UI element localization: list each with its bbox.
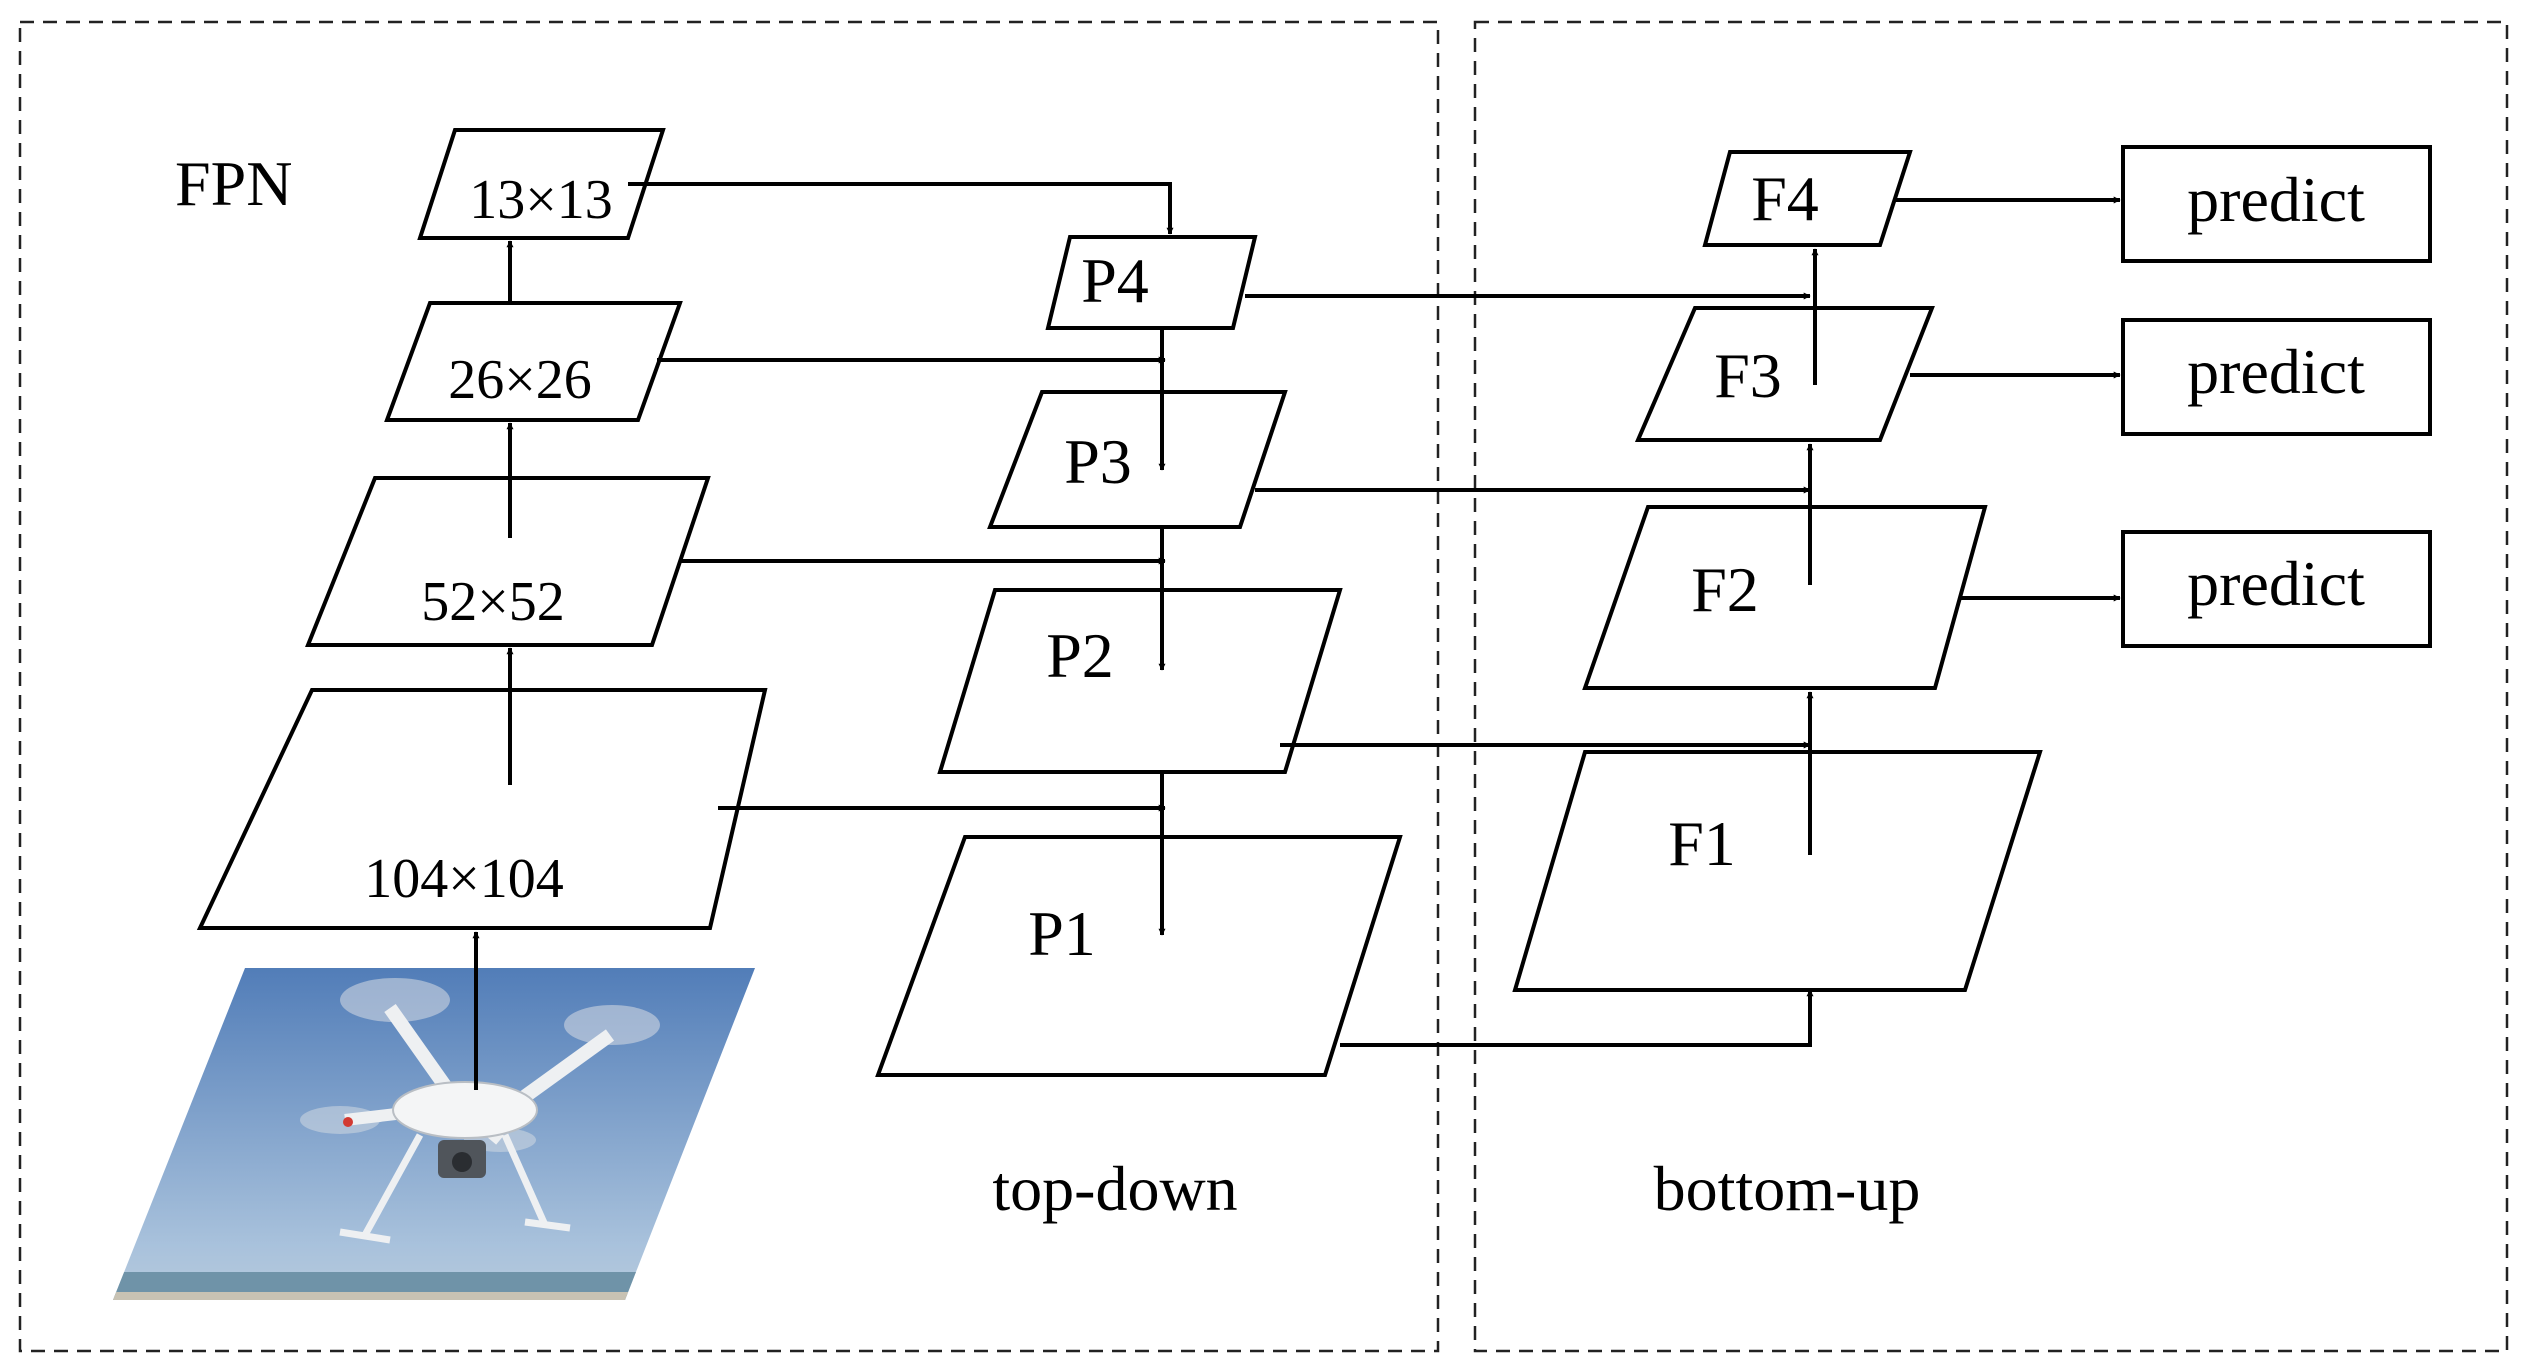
fpn-label: FPN	[175, 148, 292, 219]
bottomup-f1-box	[1512, 750, 2043, 992]
arrow-13-to-p4	[628, 182, 1174, 235]
topdown-label-p1: P1	[1028, 898, 1096, 969]
predict-label-f4: predict	[2187, 164, 2365, 235]
bottomup-label-f2: F2	[1691, 554, 1759, 625]
bottomup-label-f4: F4	[1751, 163, 1819, 234]
predict-label-f2: predict	[2187, 548, 2365, 619]
predict-label-f3: predict	[2187, 336, 2365, 407]
backbone-label-52x52: 52×52	[421, 571, 565, 633]
fpn-region-frame	[18, 20, 1440, 1353]
bottomup-caption: bottom-up	[1654, 1153, 1921, 1224]
bottomup-f4-box	[1702, 150, 1913, 247]
backbone-label-13x13: 13×13	[469, 169, 613, 231]
arrow-p1-to-f1-bottom	[1340, 989, 1814, 1047]
topdown-p3-box	[987, 390, 1288, 529]
backbone-label-26x26: 26×26	[448, 349, 592, 411]
topdown-label-p4: P4	[1081, 245, 1149, 316]
drone-icon	[300, 978, 660, 1244]
input-drone-image	[113, 968, 755, 1300]
topdown-p4-box	[1045, 235, 1258, 330]
bottomup-label-f1: F1	[1668, 808, 1736, 879]
topdown-p2-box	[937, 588, 1343, 774]
bottom-up-region-frame	[1473, 20, 2509, 1353]
backbone-level-26x26	[384, 301, 683, 422]
bottomup-f2-box	[1582, 505, 1988, 690]
predict-box-f4	[2121, 145, 2432, 263]
predict-box-f2	[2121, 530, 2432, 648]
topdown-label-p3: P3	[1064, 426, 1132, 497]
predict-box-f3	[2121, 318, 2432, 436]
backbone-level-52x52	[305, 476, 711, 647]
topdown-label-p2: P2	[1046, 620, 1114, 691]
bottomup-f3-box	[1634, 306, 1935, 442]
topdown-caption: top-down	[992, 1153, 1237, 1224]
topdown-p1-box	[875, 835, 1403, 1077]
backbone-level-104x104	[196, 688, 768, 930]
bottomup-label-f3: F3	[1714, 340, 1782, 411]
backbone-level-13x13	[417, 128, 666, 240]
backbone-label-104x104: 104×104	[364, 848, 564, 910]
